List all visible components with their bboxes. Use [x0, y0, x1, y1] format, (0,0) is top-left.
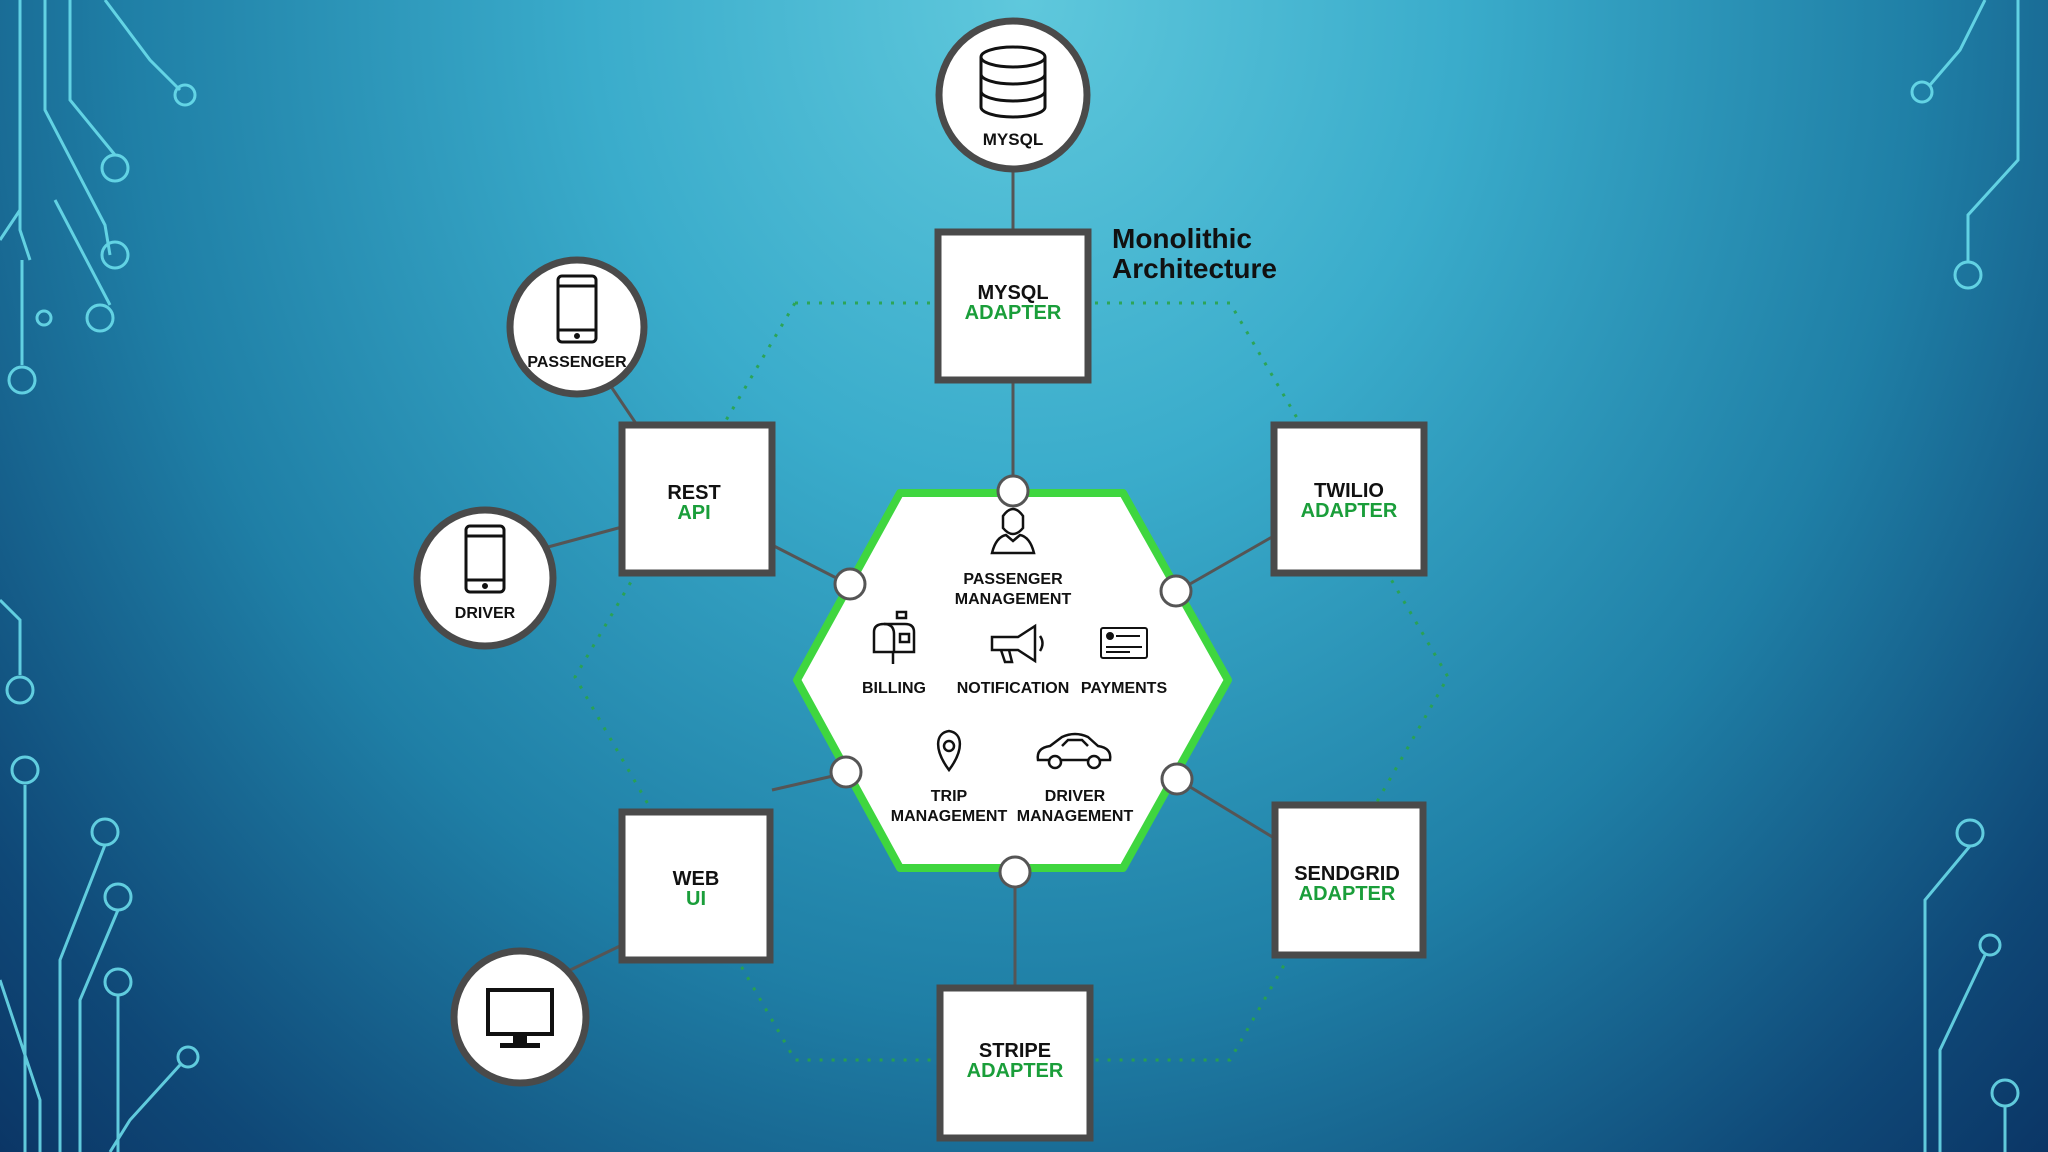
port-lower-right: [1160, 762, 1194, 796]
module-payments: PAYMENTS: [1081, 627, 1168, 697]
driver-management-line1: DRIVER: [1045, 788, 1106, 805]
twilio-adapter-line2: ADAPTER: [1301, 500, 1398, 522]
circuit-decoration-right: [1910, 0, 2020, 1152]
stripe-adapter-line1: STRIPE: [979, 1040, 1051, 1062]
client-driver-label: DRIVER: [455, 605, 516, 622]
sendgrid-adapter-line1: SENDGRID: [1294, 863, 1400, 885]
module-notification: NOTIFICATION: [957, 623, 1070, 697]
stripe-adapter-box: STRIPE ADAPTER: [936, 984, 1094, 1142]
twilio-adapter-line1: TWILIO: [1314, 480, 1384, 502]
web-ui-box: WEB UI: [618, 808, 774, 964]
stripe-adapter-line2: ADAPTER: [967, 1060, 1064, 1082]
client-driver: DRIVER: [413, 506, 557, 650]
billing-label: BILLING: [862, 680, 926, 697]
rest-api-box: REST API: [618, 421, 776, 577]
web-ui-line2: UI: [686, 888, 706, 910]
car-icon: [1036, 732, 1112, 770]
module-passenger-management: PASSENGER MANAGEMENT: [955, 507, 1072, 608]
client-mysql: MYSQL: [935, 17, 1091, 173]
trip-management-line2: MANAGEMENT: [891, 808, 1008, 825]
web-ui-line1: WEB: [673, 868, 720, 890]
database-icon: [979, 45, 1047, 119]
sendgrid-adapter-box: SENDGRID ADAPTER: [1271, 801, 1427, 959]
monitor-icon: [486, 988, 554, 1048]
mysql-adapter-line1: MYSQL: [977, 282, 1048, 304]
payments-label: PAYMENTS: [1081, 680, 1168, 697]
mysql-adapter-box: MYSQL ADAPTER: [934, 228, 1092, 384]
ports: [829, 474, 1194, 889]
notification-label: NOTIFICATION: [957, 680, 1070, 697]
module-billing: BILLING: [862, 610, 926, 697]
port-top: [996, 474, 1030, 508]
twilio-adapter-box: TWILIO ADAPTER: [1270, 421, 1428, 577]
outer-hexagon-boundary: [573, 301, 1450, 1062]
port-upper-right: [1159, 574, 1193, 608]
driver-management-line2: MANAGEMENT: [1017, 808, 1134, 825]
diagram-title-line1: Monolithic: [1112, 223, 1252, 254]
module-trip-management: TRIP MANAGEMENT: [891, 729, 1008, 825]
client-mysql-label: MYSQL: [983, 130, 1043, 149]
port-upper-left: [833, 567, 867, 601]
megaphone-icon: [990, 623, 1044, 664]
rest-api-line2: API: [677, 502, 710, 524]
client-web-browser: [450, 947, 590, 1087]
passenger-management-line2: MANAGEMENT: [955, 591, 1072, 608]
phone-icon: [556, 274, 598, 344]
sendgrid-adapter-line2: ADAPTER: [1299, 883, 1396, 905]
client-passenger-label: PASSENGER: [527, 354, 627, 371]
module-driver-management: DRIVER MANAGEMENT: [1017, 732, 1134, 825]
location-pin-icon: [936, 729, 962, 773]
diagram-title-line2: Architecture: [1112, 253, 1277, 284]
port-bottom: [998, 855, 1032, 889]
circuit-decoration-left: [0, 0, 200, 1152]
port-lower-left: [829, 755, 863, 789]
passenger-management-line1: PASSENGER: [963, 571, 1063, 588]
application-core-hexagon: [793, 489, 1232, 872]
phone-icon: [464, 524, 506, 594]
card-icon: [1100, 627, 1148, 659]
trip-management-line1: TRIP: [931, 788, 968, 805]
client-passenger: PASSENGER: [506, 256, 648, 398]
rest-api-line1: REST: [667, 482, 720, 504]
mysql-adapter-line2: ADAPTER: [965, 302, 1062, 324]
person-icon: [990, 507, 1036, 555]
mailbox-icon: [872, 610, 916, 664]
